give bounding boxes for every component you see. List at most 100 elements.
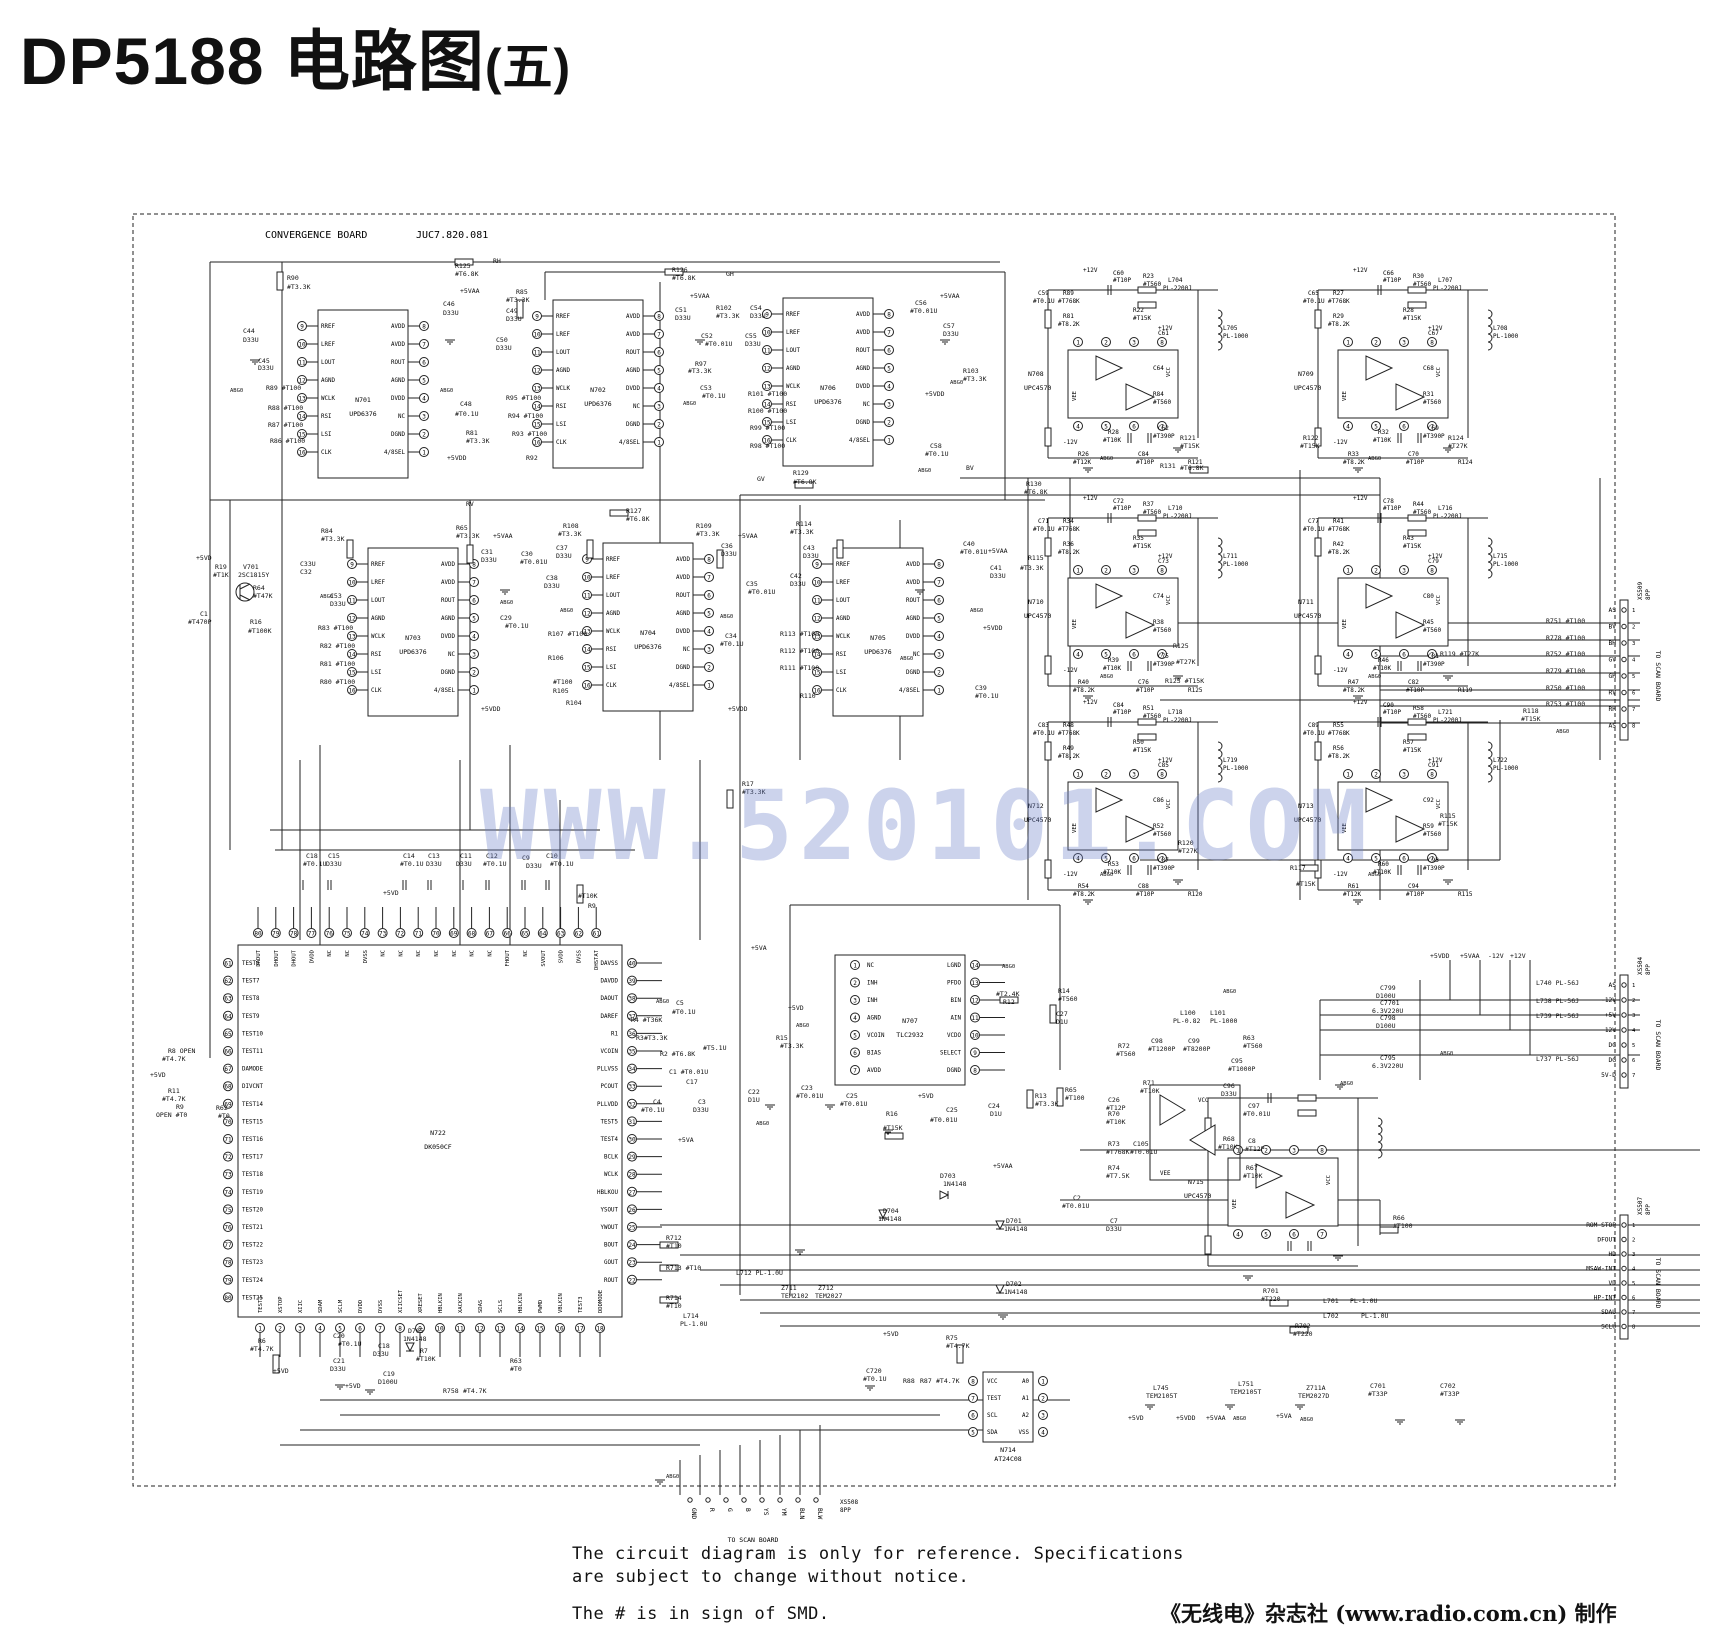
component-label: +5VDD (481, 705, 501, 713)
connector-pin-number: 4 (1632, 1267, 1636, 1273)
pin-number: 65 (521, 931, 529, 938)
component-label: #T3.3K (963, 375, 987, 383)
pin-label: DADUT (256, 949, 262, 966)
inductor-symbol (1487, 325, 1493, 335)
component-label: #T27K (1178, 847, 1198, 855)
opamp-symbol (1365, 787, 1394, 813)
component-label: +5VD (1128, 1414, 1144, 1422)
component-label: D33U (990, 572, 1006, 580)
component-label: L712 PL-1.0U (736, 1269, 783, 1277)
pin-number: 13 (583, 629, 591, 636)
component-label: R48 (1063, 722, 1074, 729)
component-label: C57 (943, 322, 955, 330)
pin-number: 6 (422, 360, 426, 367)
pin-label: TEST17 (242, 1155, 263, 1161)
component-label: #T10 (666, 1302, 682, 1310)
chip-part: DK050CF (424, 1143, 451, 1151)
connector-pin (723, 1497, 729, 1503)
component-label: +5VD (150, 1071, 166, 1079)
resistor-symbol (272, 1354, 280, 1374)
connector-pin-label: -12V (1601, 997, 1616, 1004)
pin-marker (342, 928, 352, 938)
pin-label: DGND (391, 432, 405, 438)
pin-number: 5 (422, 378, 426, 385)
component-label: #T6.8K (672, 274, 696, 282)
component-label: D33U (243, 336, 259, 344)
pin-marker (1343, 337, 1353, 347)
component-label: R64 (253, 584, 265, 592)
component-label: C30 (521, 550, 533, 558)
pin-number: 24 (628, 1242, 636, 1249)
component-label: #T0.1U (483, 860, 507, 868)
diode-body (405, 1342, 415, 1353)
resistor-symbol (1407, 529, 1427, 537)
pin-marker (762, 345, 772, 355)
pin-marker (1073, 565, 1083, 575)
component-label: #T15K (1300, 442, 1320, 450)
component-label: R27 (1333, 290, 1344, 297)
pin-number: 5 (657, 368, 661, 375)
pin-label: WCLK (371, 634, 385, 640)
component-label: R125 (1173, 642, 1189, 650)
resistor-symbol (466, 544, 474, 564)
pin-number: 71 (224, 1137, 232, 1144)
connector-pin (1621, 1057, 1627, 1063)
component-label: R122 (1303, 434, 1319, 442)
pin-marker (1101, 421, 1111, 431)
pin-marker (1343, 565, 1353, 575)
pin-marker (1129, 769, 1139, 779)
component-label: R56 (1333, 745, 1344, 752)
pin-number: 69 (450, 931, 458, 938)
component-label: #T10P (1406, 459, 1424, 466)
pin-label: LOUT (371, 598, 385, 604)
component-label: #T10K (1106, 1118, 1126, 1126)
pin-marker (1073, 649, 1083, 659)
connector-pin-label: DFOUT (1597, 1237, 1616, 1244)
connector-type: 8PP (1645, 589, 1652, 600)
component-label: R54 (1078, 883, 1089, 890)
pin-number: 12 (583, 611, 591, 618)
component-label: #T0.1U (672, 1008, 696, 1016)
component-label: D33U (943, 330, 959, 338)
component-label: C798 (1380, 1014, 1396, 1022)
pin-number: 14 (348, 652, 356, 659)
pin-marker (884, 327, 894, 337)
pin-number: 2 (1104, 772, 1108, 779)
pin-label: TEST4 (601, 1137, 619, 1143)
component-label: C56 (915, 299, 927, 307)
resistor-symbol (1137, 301, 1157, 309)
component-label: R26 (1078, 451, 1089, 458)
pin-label: PLLVSS (597, 1067, 618, 1073)
component-label: D1U (990, 1110, 1002, 1118)
component-label: C54 (750, 304, 762, 312)
pin-number: 61 (224, 961, 232, 968)
pin-marker (1343, 649, 1353, 659)
pin-marker (762, 327, 772, 337)
pin-number: 6 (1402, 652, 1406, 659)
connector-pin-label: DG (1609, 1042, 1617, 1049)
pin-marker (1371, 649, 1381, 659)
pin-number: 64 (539, 931, 547, 938)
pin-number: 4 (657, 386, 661, 393)
component-label: R9 (176, 1103, 184, 1111)
component-label: R61 (1348, 883, 1359, 890)
component-label: TEM2102 (781, 1292, 808, 1300)
resistor-symbol (1299, 864, 1319, 872)
pin-marker (850, 977, 860, 988)
resistor-symbol (664, 268, 684, 276)
pin-marker (704, 626, 714, 636)
pin-label: AGND (321, 378, 335, 384)
component-label: +5VDD (1176, 1414, 1196, 1422)
pin-label: NC (683, 647, 690, 653)
component-label: PL-0.82 (1173, 1017, 1200, 1025)
pin-marker (582, 662, 592, 672)
ground-tag: ABG0 (666, 1474, 679, 1480)
component-label: #T10P (1113, 709, 1131, 716)
component-label: #T560 (1058, 995, 1078, 1003)
pin-marker (627, 1046, 637, 1056)
component-label: 6.3V220U (1372, 1007, 1403, 1015)
resistor-symbol (1314, 741, 1322, 761)
